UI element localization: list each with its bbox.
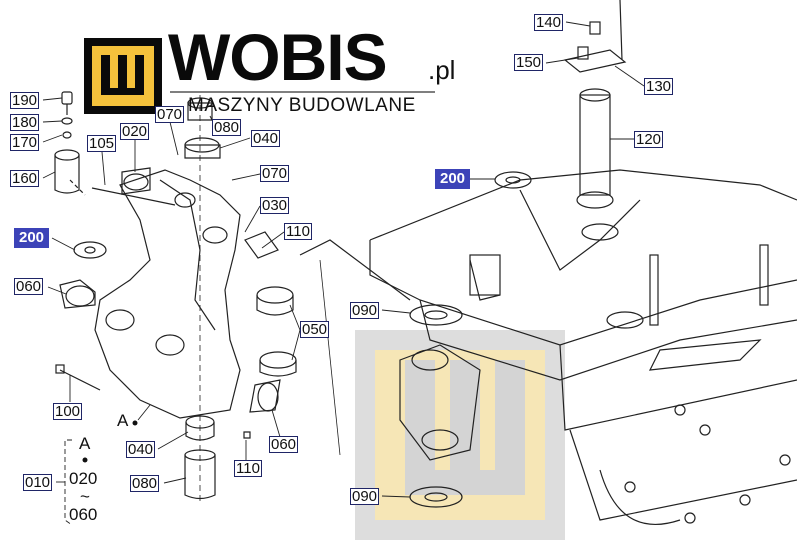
callout-040-bottom[interactable]: 040 bbox=[126, 441, 156, 458]
callout-110-bottom[interactable]: 110 bbox=[234, 460, 262, 477]
callout-070-top[interactable]: 070 bbox=[155, 106, 185, 123]
callout-160[interactable]: 160 bbox=[10, 170, 40, 187]
callout-060-left[interactable]: 060 bbox=[14, 278, 44, 295]
callout-140[interactable]: 140 bbox=[534, 14, 564, 31]
callout-105[interactable]: 105 bbox=[87, 135, 117, 152]
ref-dot bbox=[132, 420, 138, 426]
logo-brand: WOBIS bbox=[168, 20, 388, 94]
callout-100[interactable]: 100 bbox=[53, 403, 83, 420]
assembly-range-start: 020 bbox=[69, 469, 98, 488]
callout-110-top[interactable]: 110 bbox=[284, 223, 312, 240]
callout-080-bottom[interactable]: 080 bbox=[130, 475, 160, 492]
frame-drawing bbox=[299, 0, 797, 525]
assembly-range-tilde: ~ bbox=[80, 487, 90, 506]
callout-020[interactable]: 020 bbox=[120, 123, 150, 140]
callout-190[interactable]: 190 bbox=[10, 92, 40, 109]
callout-180[interactable]: 180 bbox=[10, 114, 40, 131]
swing-bracket-drawing bbox=[54, 91, 297, 505]
watermark-logo bbox=[355, 330, 565, 540]
callout-130[interactable]: 130 bbox=[644, 78, 674, 95]
logo-suffix: .pl bbox=[428, 55, 456, 85]
ref-dot bbox=[82, 457, 88, 463]
ref-marker-a: A bbox=[117, 411, 129, 430]
leader-lines bbox=[42, 21, 645, 526]
callout-090-top[interactable]: 090 bbox=[350, 302, 380, 319]
logo-tagline: MASZYNY BUDOWLANE bbox=[188, 95, 416, 116]
callout-060-bottom[interactable]: 060 bbox=[269, 436, 299, 453]
callout-200-left[interactable]: 200 bbox=[14, 228, 50, 248]
callout-030[interactable]: 030 bbox=[260, 197, 290, 214]
callout-040-top[interactable]: 040 bbox=[251, 130, 281, 147]
callout-170[interactable]: 170 bbox=[10, 134, 40, 151]
callout-200-right[interactable]: 200 bbox=[435, 169, 471, 189]
callout-080-top[interactable]: 080 bbox=[212, 119, 242, 136]
callout-050[interactable]: 050 bbox=[300, 321, 330, 338]
callout-070-right[interactable]: 070 bbox=[260, 165, 290, 182]
callout-120[interactable]: 120 bbox=[634, 131, 664, 148]
logo-icon bbox=[84, 38, 162, 114]
callout-150[interactable]: 150 bbox=[514, 54, 544, 71]
callout-010[interactable]: 010 bbox=[23, 474, 53, 491]
assembly-ref: A bbox=[79, 434, 91, 453]
assembly-range-end: 060 bbox=[69, 505, 98, 524]
callout-090-bottom[interactable]: 090 bbox=[350, 488, 380, 505]
